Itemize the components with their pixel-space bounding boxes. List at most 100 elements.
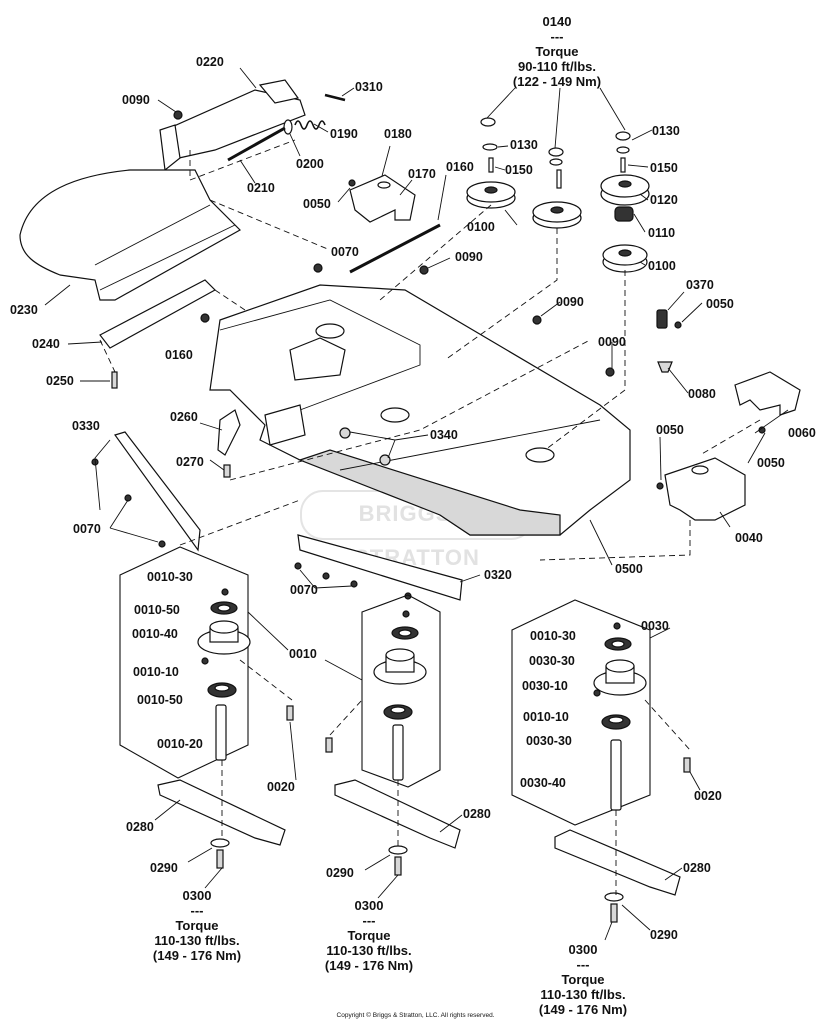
callout-0260: 0260 <box>170 410 198 424</box>
bolt-0050a <box>348 179 356 187</box>
nut-0090d <box>605 367 615 377</box>
callout-0010-10: 0010-10 <box>523 710 569 724</box>
callout-0130: 0130 <box>652 124 680 138</box>
callout-0090: 0090 <box>122 93 150 107</box>
torque-separator: --- <box>550 29 564 44</box>
callout-0150: 0150 <box>650 161 678 175</box>
torque-metric: (122 - 149 Nm) <box>512 74 602 89</box>
callout-0340: 0340 <box>430 428 458 442</box>
callout-0010-10: 0010-10 <box>133 665 179 679</box>
callout-0370: 0370 <box>686 278 714 292</box>
nut-0090c <box>532 315 542 325</box>
callout-0190: 0190 <box>330 127 358 141</box>
callout-0070: 0070 <box>331 245 359 259</box>
callout-0290: 0290 <box>326 866 354 880</box>
washer-0290c <box>604 892 624 923</box>
callout-0280: 0280 <box>463 807 491 821</box>
callout-0250: 0250 <box>46 374 74 388</box>
pulley-0120 <box>600 174 650 206</box>
bolt-0020c <box>683 757 691 773</box>
washer-0290b <box>388 845 408 876</box>
torque-value: 110-130 ft/lbs. <box>154 933 240 948</box>
pulley-0100c <box>602 244 648 273</box>
callout-0060: 0060 <box>788 426 816 440</box>
spindle-group-box-right <box>511 599 651 826</box>
callout-0500: 0500 <box>615 562 643 576</box>
washer-0130b <box>482 143 498 151</box>
callout-0230: 0230 <box>10 303 38 317</box>
callout-0010-40: 0010-40 <box>132 627 178 641</box>
bracket-0040 <box>664 457 746 521</box>
callout-0160: 0160 <box>446 160 474 174</box>
torque-label: Torque <box>535 44 579 59</box>
callout-0280: 0280 <box>683 861 711 875</box>
discharge-chute-0230 <box>19 169 241 301</box>
washer-0290a <box>210 838 230 869</box>
washer-0200 <box>283 119 293 135</box>
spacer-0110 <box>614 206 634 222</box>
callout-0070: 0070 <box>290 583 318 597</box>
torque-separator: --- <box>576 957 590 972</box>
callout-0030-30: 0030-30 <box>529 654 575 668</box>
nut-0130c <box>548 147 564 166</box>
callout-0290: 0290 <box>150 861 178 875</box>
torque-value: 110-130 ft/lbs. <box>540 987 626 1002</box>
key-0150a <box>488 157 494 173</box>
callout-0200: 0200 <box>296 157 324 171</box>
pin-0310 <box>324 93 346 102</box>
callout-0030-10: 0030-10 <box>522 679 568 693</box>
bracket-0260 <box>217 409 241 456</box>
blade-0280b <box>334 779 461 849</box>
torque-label: Torque <box>561 972 605 987</box>
baffle-0320 <box>297 534 463 601</box>
pulley-0100a <box>466 181 516 209</box>
bolt-0250 <box>111 371 118 389</box>
bolt-0270 <box>223 464 231 478</box>
rod-0210 <box>227 126 286 162</box>
torque-metric: (149 - 176 Nm) <box>538 1002 628 1017</box>
callout-0010-50: 0010-50 <box>137 693 183 707</box>
callout-0030-30: 0030-30 <box>526 734 572 748</box>
torque-value: 90-110 ft/lbs. <box>517 59 597 74</box>
callout-0320: 0320 <box>484 568 512 582</box>
callout-0020: 0020 <box>267 780 295 794</box>
torque-label: Torque <box>175 918 219 933</box>
callout-0050: 0050 <box>757 456 785 470</box>
deflector-bracket-0220 <box>159 79 306 172</box>
torque-separator: --- <box>190 903 204 918</box>
callout-0280: 0280 <box>126 820 154 834</box>
callout-0030: 0030 <box>641 619 669 633</box>
torque-note-0300-center: 0300 --- Torque 110-130 ft/lbs. (149 - 1… <box>304 898 434 973</box>
callout-0100: 0100 <box>648 259 676 273</box>
torque-note-0300-left: 0300 --- Torque 110-130 ft/lbs. (149 - 1… <box>132 888 262 963</box>
bolt-0020b <box>325 737 333 753</box>
grease-fitting-0370 <box>656 309 668 329</box>
mower-deck-0500 <box>209 284 631 536</box>
blade-0280a <box>157 779 286 846</box>
torque-metric: (149 - 176 Nm) <box>324 958 414 973</box>
spindle-group-box-center <box>361 594 441 788</box>
spindle-assembly-0030 <box>593 622 647 811</box>
callout-0050: 0050 <box>303 197 331 211</box>
callout-0160: 0160 <box>165 348 193 362</box>
spindle-group-box-left <box>119 546 249 779</box>
callout-0070: 0070 <box>73 522 101 536</box>
torque-note-0300-right: 0300 --- Torque 110-130 ft/lbs. (149 - 1… <box>518 942 648 1017</box>
blade-0280c <box>554 829 681 896</box>
bolt-0160a <box>200 313 210 323</box>
callout-0010: 0010 <box>289 647 317 661</box>
torque-note-0140: 0140 --- Torque 90-110 ft/lbs. (122 - 14… <box>497 14 617 89</box>
callout-0050: 0050 <box>656 423 684 437</box>
nut-0130a <box>480 117 496 127</box>
idler-bracket-0180 <box>349 174 416 223</box>
callout-0090: 0090 <box>455 250 483 264</box>
torque-metric: (149 - 176 Nm) <box>152 948 242 963</box>
callout-0010-30: 0010-30 <box>147 570 193 584</box>
callout-0090: 0090 <box>598 335 626 349</box>
callout-0080: 0080 <box>688 387 716 401</box>
callout-0010-50: 0010-50 <box>134 603 180 617</box>
callout-0010-30: 0010-30 <box>530 629 576 643</box>
torque-part-number: 0300 <box>568 942 598 957</box>
